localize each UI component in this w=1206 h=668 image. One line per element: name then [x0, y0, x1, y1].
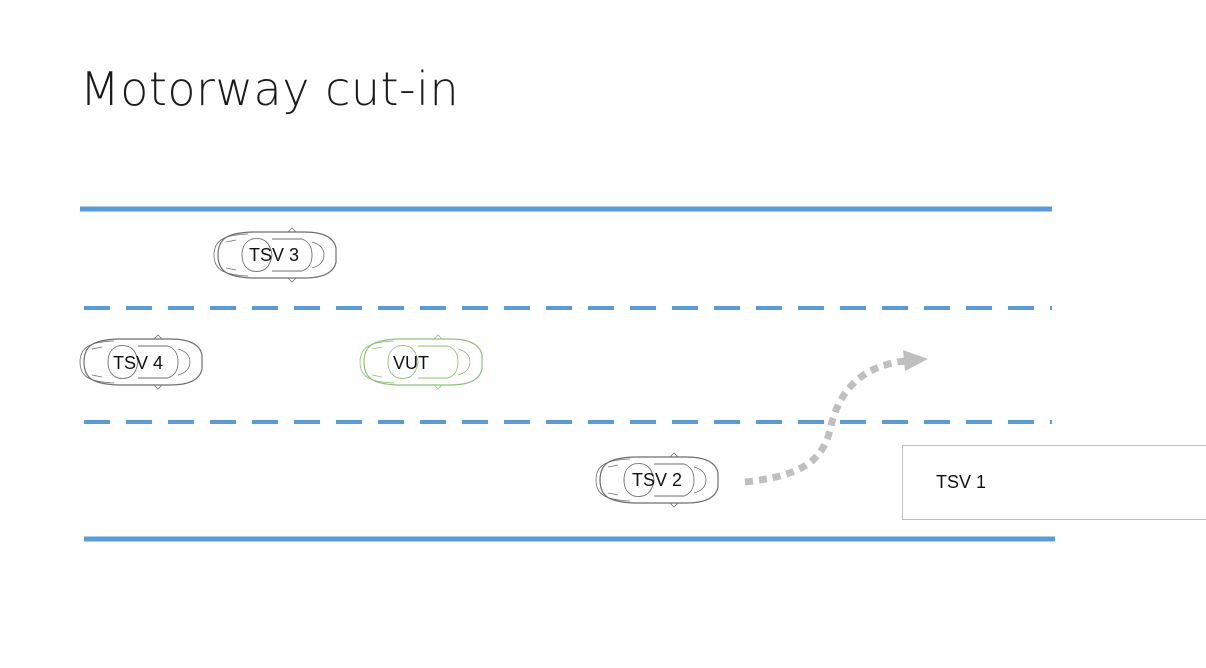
label-tsv2: TSV 2: [632, 470, 683, 490]
label-tsv4: TSV 4: [113, 353, 164, 373]
label-vut: VUT: [393, 353, 429, 373]
tsv1-vehicle-box: [902, 445, 1206, 520]
cut-in-arrowhead-icon: [903, 350, 928, 371]
page-title: Motorway cut-in: [80, 62, 460, 116]
label-tsv1: TSV 1: [936, 472, 987, 492]
label-tsv3: TSV 3: [249, 245, 300, 265]
